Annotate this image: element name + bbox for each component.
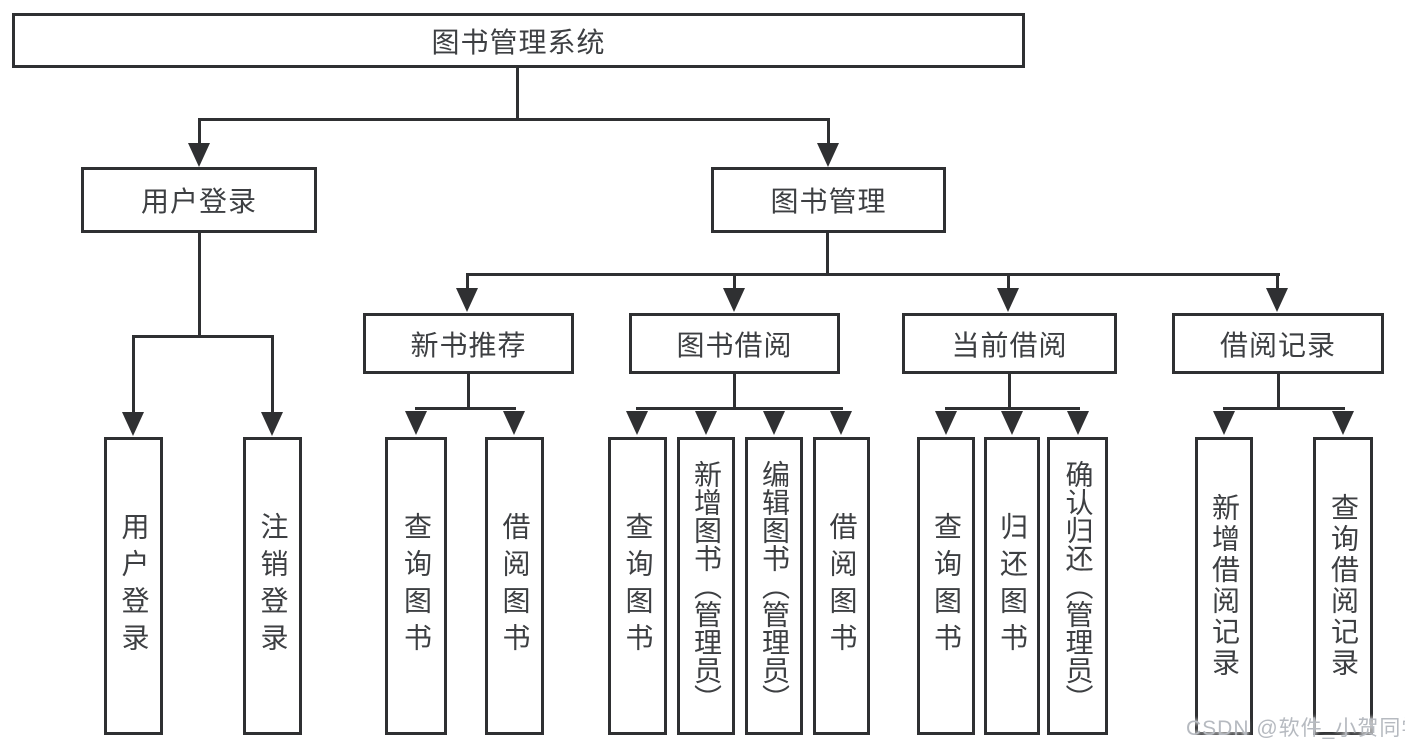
node-book-borrowing: 图书借阅	[629, 313, 840, 374]
arrow-down-icon	[763, 411, 785, 435]
connector-arrow-stem	[733, 273, 736, 291]
arrow-down-icon	[1067, 411, 1089, 435]
node-label: 查询图书	[931, 512, 962, 660]
node-label: 借阅图书	[826, 512, 858, 660]
node-new-book-recommend: 新书推荐	[363, 313, 574, 374]
arrow-down-icon	[997, 288, 1019, 312]
leaf-borrow-borrow-books: 借阅图书	[813, 437, 870, 735]
node-book-management: 图书管理	[711, 167, 946, 233]
connector-arrow-stem	[271, 335, 274, 415]
connector-arrow-stem	[1276, 273, 1279, 291]
connector-new-book-stem	[467, 374, 470, 407]
arrow-down-icon	[817, 143, 839, 167]
connector-arrow-stem	[198, 118, 201, 148]
connector-current-borrow-bus	[945, 407, 1080, 410]
arrow-down-icon	[695, 411, 717, 435]
node-current-borrowing: 当前借阅	[902, 313, 1117, 374]
arrow-down-icon	[830, 411, 852, 435]
connector-book-mgmt-stem	[826, 233, 829, 273]
leaf-user-login: 用户登录	[104, 437, 163, 735]
leaf-newbook-borrow-books: 借阅图书	[485, 437, 544, 735]
node-label: 查询图书	[622, 512, 654, 660]
leaf-current-query-books: 查询图书	[917, 437, 975, 735]
node-label: 当前借阅	[951, 329, 1068, 361]
arrow-down-icon	[456, 288, 478, 312]
leaf-borrow-edit-books-admin: 编辑图书（管理员）	[745, 437, 803, 735]
connector-level2-bus	[198, 118, 830, 121]
connector-book-borrow-stem	[733, 374, 736, 407]
node-label: 注销登录	[257, 512, 289, 660]
connector-arrow-stem	[466, 273, 469, 291]
leaf-newbook-query-books: 查询图书	[385, 437, 447, 735]
node-user-login-group: 用户登录	[81, 167, 317, 233]
leaf-record-query-borrow-record: 查询借阅记录	[1313, 437, 1373, 735]
node-label: 图书管理系统	[431, 26, 606, 58]
csdn-watermark: CSDN @软件_小贺同学	[1186, 717, 1405, 740]
node-label: 借阅记录	[1219, 329, 1336, 361]
arrow-down-icon	[723, 288, 745, 312]
connector-user-login-bus	[132, 335, 274, 338]
node-label: 查询图书	[401, 512, 432, 660]
node-borrowing-records: 借阅记录	[1172, 313, 1384, 374]
arrow-down-icon	[1213, 411, 1235, 435]
connector-new-book-bus	[415, 407, 516, 410]
arrow-down-icon	[1266, 288, 1288, 312]
node-label: 用户登录	[118, 512, 150, 660]
arrow-down-icon	[261, 412, 283, 436]
node-label: 图书借阅	[676, 329, 793, 361]
leaf-current-confirm-return-admin: 确认归还（管理员）	[1047, 437, 1108, 735]
node-label: 新增借阅记录	[1209, 493, 1240, 679]
leaf-logout: 注销登录	[243, 437, 302, 735]
node-label: 确认归还（管理员）	[1062, 460, 1094, 712]
node-label: 编辑图书（管理员）	[759, 460, 790, 712]
arrow-down-icon	[626, 411, 648, 435]
connector-arrow-stem	[827, 118, 830, 148]
node-label: 用户登录	[140, 186, 257, 217]
arrow-down-icon	[1332, 411, 1354, 435]
leaf-borrow-add-books-admin: 新增图书（管理员）	[677, 437, 735, 735]
arrow-down-icon	[188, 143, 210, 167]
node-label: 新书推荐	[410, 329, 527, 361]
node-label: 新增图书（管理员）	[691, 460, 722, 712]
connector-root-stem	[516, 68, 519, 118]
leaf-borrow-query-books: 查询图书	[608, 437, 667, 735]
node-label: 查询借阅记录	[1328, 493, 1359, 679]
leaf-current-return-books: 归还图书	[984, 437, 1040, 735]
arrow-down-icon	[935, 411, 957, 435]
connector-current-borrow-stem	[1008, 374, 1011, 407]
connector-arrow-stem	[132, 335, 135, 415]
arrow-down-icon	[405, 411, 427, 435]
node-root-system: 图书管理系统	[12, 13, 1025, 68]
node-label: 图书管理	[770, 186, 887, 217]
node-label: 归还图书	[997, 512, 1028, 660]
leaf-record-add-borrow-record: 新增借阅记录	[1195, 437, 1253, 735]
arrow-down-icon	[503, 411, 525, 435]
connector-user-login-stem	[198, 233, 201, 335]
connector-borrow-record-stem	[1277, 374, 1280, 407]
arrow-down-icon	[122, 412, 144, 436]
node-label: 借阅图书	[499, 512, 531, 660]
arrow-down-icon	[1001, 411, 1023, 435]
connector-borrow-record-bus	[1223, 407, 1345, 410]
connector-level3-bus	[466, 273, 1280, 276]
connector-book-borrow-bus	[636, 407, 843, 410]
connector-arrow-stem	[1007, 273, 1010, 291]
